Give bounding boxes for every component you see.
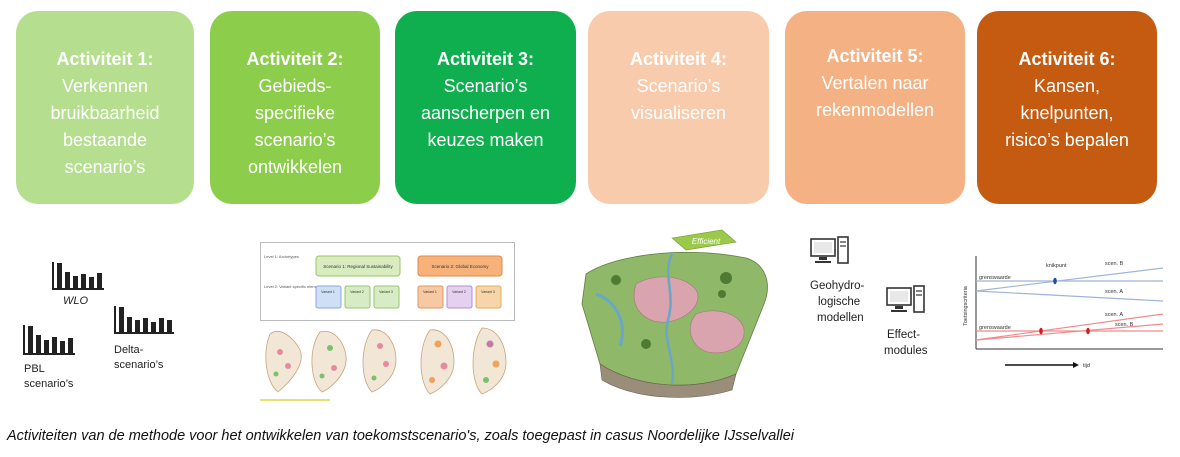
time-arrow-head [1073,362,1079,368]
activity-1-title: Activiteit 1: [56,49,154,69]
upper-scen-a-line [975,290,1164,302]
lower-scen-b-label: scen. B [1115,322,1134,328]
wlo-label: WLO [63,295,89,307]
scheme-row-1-label: Level 1: Archetypes [264,254,299,259]
knikpunt-label: knikpunt [1046,263,1067,269]
activity-2-title: Activiteit 2: [246,49,344,69]
svg-text:Variant 2: Variant 2 [452,290,466,294]
activity-2-line-3: scenario’s [254,130,336,150]
upper-scen-a-label: scen. A [1105,289,1123,295]
activity-3-line-1: Scenario’s [443,76,528,96]
scheme-map-thumbnails [265,327,507,395]
scheme-row-2-label: Level 2: Variant specific elements [264,284,323,289]
svg-text:Variant 3: Variant 3 [379,290,393,294]
activity-3-line-3: keuzes maken [427,130,544,150]
scenario-scheme-illustration: Level 1: Archetypes Level 2: Variant spe… [260,242,515,401]
geohydro-label-2: logische [818,296,861,308]
scheme-scenario-1: Scenario 1: Regional Sustainability [323,264,393,269]
svg-text:Variant 2: Variant 2 [350,290,364,294]
geohydro-label-3: modellen [817,312,864,324]
activity-3-line-2: aanscherpen en [420,103,551,123]
wlo-bar-icon [52,262,104,290]
lower-scen-b-line [975,323,1164,341]
tipping-point-chart: Toetsingscriteria grenswaarde knikpunt s… [963,256,1164,369]
scheme-variant-boxes [315,285,502,309]
activity-5-title: Activiteit 5: [826,46,924,66]
activity-1-line-1: Verkennen [61,76,149,96]
activity-6-line-3: risico’s bepalen [1005,130,1129,150]
grens-label-top: grenswaarde [979,275,1011,281]
activity-4-line-2: visualiseren [630,103,727,123]
activity-1-line-2: bruikbaarheid [50,103,160,123]
activity-1-line-3: bestaande [62,130,148,150]
scheme-variant-labels: Variant 1 Variant 2 Variant 3 Variant 1 … [321,290,495,294]
upper-scen-b-label: scen. B [1105,261,1124,267]
delta-bar-icon [114,306,174,334]
knikpunt-marker [1053,277,1057,285]
effect-label-1: Effect- [887,329,921,341]
scheme-scenario-2: Scenario 2: Global Economy [431,264,489,269]
svg-text:Variant 1: Variant 1 [321,290,335,294]
activity-2-line-4: ontwikkelen [247,157,343,177]
activity-3-box: Activiteit 3: Scenario’s aanscherpen en … [395,11,576,204]
activity-5-box: Activiteit 5: Vertalen naar rekenmodelle… [785,11,965,204]
pbl-label-1: PBL [24,363,45,375]
activity-6-box: Activiteit 6: Kansen, knelpunten, risico… [977,11,1157,204]
activity-4-title: Activiteit 4: [629,49,728,69]
pbl-bar-icon [23,325,75,355]
geohydro-label-1: Geohydro- [810,280,865,292]
activity-4-box: Activiteit 4: Scenario’s visualiseren [588,11,769,204]
chart-xlabel: tijd [1083,363,1090,369]
activity-2-line-2: specifieke [254,103,336,123]
landscape-visualisation-illustration: Efficient [581,229,768,398]
visualisation-banner-text: Efficient [692,237,721,246]
lower-tipping-marker-1 [1039,327,1043,335]
activity-2-box: Activiteit 2: Gebieds- specifieke scenar… [210,11,380,204]
activity-1-box: Activiteit 1: Verkennen bruikbaarheid be… [16,11,194,204]
effect-modules-computer-icon [886,285,925,313]
grens-label-bottom: grenswaarde [979,325,1011,331]
activity-6-line-1: Kansen, [1033,76,1101,96]
activity-4-line-1: Scenario’s [636,76,721,96]
upper-scen-b-line [975,267,1164,292]
pbl-label-2: scenario’s [24,378,74,390]
svg-text:Variant 1: Variant 1 [423,290,437,294]
delta-label-1: Delta- [114,344,144,356]
lower-scen-a-line [975,313,1164,341]
lower-tipping-marker-2 [1086,327,1090,335]
activity-1-line-4: scenario’s [64,157,146,177]
activity-3-title: Activiteit 3: [436,49,535,69]
activity-6-title: Activiteit 6: [1018,49,1116,69]
effect-label-2: modules [884,345,928,357]
delta-label-2: scenario’s [114,359,164,371]
chart-ylabel: Toetsingscriteria [963,285,969,326]
svg-text:Variant 3: Variant 3 [481,290,495,294]
activity-5-line-1: Vertalen naar [821,73,929,93]
activity-5-line-2: rekenmodellen [815,100,935,120]
geohydro-computer-icon [810,236,849,264]
figure-caption: Activiteiten van de methode voor het ont… [7,428,794,444]
activity-2-line-1: Gebieds- [258,76,332,96]
activity-6-line-2: knelpunten, [1020,103,1114,123]
lower-scen-a-label: scen. A [1105,312,1123,318]
